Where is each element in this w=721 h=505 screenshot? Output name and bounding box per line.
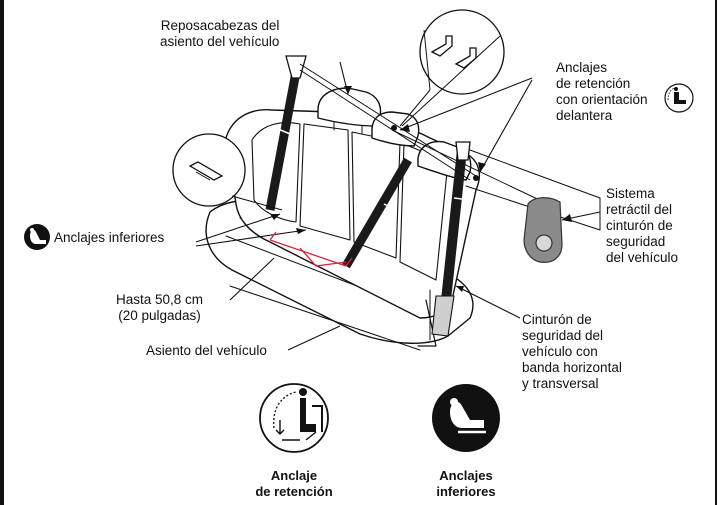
retractor-icon <box>523 197 563 263</box>
leader-lines <box>195 61 601 351</box>
belt-line2: seguridad del <box>522 328 604 343</box>
lower-caption-line1: Anclajes <box>439 468 493 483</box>
headrests-label-line1: Reposacabezas del <box>160 18 280 33</box>
headrests-label-line2: asiento del vehículo <box>160 34 280 49</box>
left-seat-belt <box>265 55 307 211</box>
distance-line2: (20 pulgadas) <box>118 308 201 323</box>
tether-caption-line2: de retención <box>255 484 333 499</box>
seat-back <box>225 109 481 319</box>
belt-line5: y transversal <box>522 376 599 391</box>
tether-badge-icon <box>664 83 694 113</box>
lower-caption-line2: inferiores <box>436 484 496 499</box>
distance-label: Hasta 50,8 cm (20 pulgadas) <box>116 292 203 324</box>
headrests-label: Reposacabezas del asiento del vehículo <box>160 18 279 50</box>
belt-line3: vehículo con <box>522 344 598 359</box>
left-border-rule <box>0 0 4 505</box>
right-border-rule <box>715 0 717 505</box>
tether-anchors-line1: Anclajes <box>556 60 608 75</box>
headrest-left <box>317 87 382 127</box>
retractor-label: Sistema retráctil del cinturón de seguri… <box>606 186 678 266</box>
belt-label: Cinturón de seguridad del vehículo con b… <box>522 312 622 392</box>
center-seat-belt <box>342 157 412 269</box>
tether-anchors-line3: con orientación <box>556 92 648 107</box>
tether-anchor-icon <box>259 383 329 453</box>
belt-line1: Cinturón de <box>522 312 592 327</box>
right-seat-belt <box>431 141 471 337</box>
retractor-line1: Sistema <box>606 186 655 201</box>
retractor-line3: cinturón de <box>606 218 673 233</box>
lower-caption: Anclajes inferiores <box>416 468 516 500</box>
lower-anchors-icon <box>432 384 500 452</box>
arrowheads <box>270 86 572 292</box>
tether-anchor-points <box>391 125 479 181</box>
tether-caption: Anclaje de retención <box>244 468 344 500</box>
tether-anchors-label: Anclajes de retención con orientación de… <box>556 60 648 124</box>
tether-anchors-line4: delantera <box>556 108 613 123</box>
lower-anchor-detail-bubble <box>172 133 283 211</box>
distance-marker <box>269 231 353 267</box>
tether-detail-bubble <box>399 9 505 127</box>
retractor-line5: del vehículo <box>606 250 679 265</box>
distance-line1: Hasta 50,8 cm <box>116 292 204 307</box>
tether-anchors-line2: de retención <box>556 76 631 91</box>
belt-line4: banda horizontal <box>522 360 622 375</box>
tether-caption-line1: Anclaje <box>270 468 318 483</box>
retractor-line2: retráctil del <box>606 202 673 217</box>
seat-label: Asiento del vehículo <box>146 343 267 358</box>
lower-anchor-badge-icon <box>24 224 50 250</box>
lower-anchors-label: Anclajes inferiores <box>54 230 165 245</box>
retractor-line4: seguridad <box>606 234 666 249</box>
